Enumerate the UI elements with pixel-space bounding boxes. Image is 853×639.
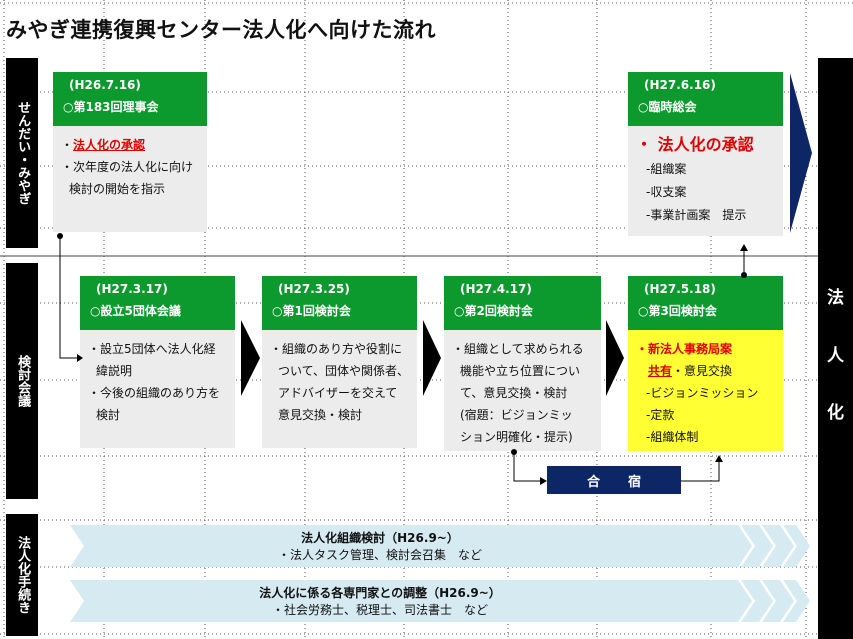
new-office-proposal: ・新法人事務局案 [636,342,733,356]
box-line: 緯説明 [96,364,133,378]
chevron-arrow-2 [423,320,441,396]
band-2-text: 法人化に係る各専門家との調整（H26.9~） ・社会労務士、税理士、司法書士 な… [210,584,550,618]
box-line: -ビジョンミッション [646,386,759,400]
row-label-houjin: 法人化手続き [6,514,38,636]
training-camp-box: 合宿 [547,466,681,494]
box-line: アドバイザーを交えて [278,386,398,400]
band-2-title: 法人化に係る各専門家との調整（H26.9~） [259,586,501,600]
box-line: 検討 [96,408,121,422]
box-line: -定款 [646,408,675,422]
corp-char-1: 法 [827,288,844,308]
box-line: て、意見交換・検討 [460,386,568,400]
box-date: (H26.7.16) [69,78,141,92]
box-date: (H27.3.25) [278,282,350,296]
box-line: 機能や立ち位置につい [460,364,581,378]
band-1-shape [70,525,810,567]
share-rest: ・意見交換 [672,364,733,378]
box-line: ・次年度の法人化に向け [61,160,194,174]
box-line: ・組織のあり方や役割に [270,342,403,356]
box-date: (H27.5.18) [644,282,716,296]
corp-char-3: 化 [827,403,844,423]
box-name: ○第3回検討会 [638,304,717,318]
box-review-3-header: (H27.5.18) ○第3回検討会 [628,276,783,330]
box-body: ・設立5団体へ法人化経 緯説明 ・今後の組織のあり方を 検討 [80,330,235,448]
row-label-kentou: 検討会議 [6,263,38,499]
box-board-meeting: (H26.7.16) ○第183回理事会 ・法人化の承認 ・次年度の法人化に向け… [53,72,207,232]
box-line: ション明確化・提示) [460,430,573,444]
corporation-bar: 法 人 化 [818,58,853,639]
box-date: (H27.4.17) [460,282,532,296]
connector-arrowhead [715,455,723,462]
band-2-shape [70,580,810,622]
box-founding-header: (H27.3.17) ○設立5団体会議 [80,276,235,330]
box-review-2: (H27.4.17) ○第2回検討会 ・組織として求められる 機能や立ち位置につ… [444,276,601,451]
corp-char-2: 人 [827,346,844,366]
box-line: -事業計画案 提示 [646,208,747,222]
box-line: ついて、団体や関係者、 [278,364,410,378]
chevron-arrow-3 [606,320,624,396]
box-date: (H27.6.16) [644,78,716,92]
box-line: (宿題：ビジョンミッ [460,408,573,422]
box-body: ・組織として求められる 機能や立ち位置につい て、意見交換・検討 (宿題：ビジョ… [444,330,601,451]
bullet: ・ [61,138,74,152]
box-extraordinary-header: (H27.6.16) ○臨時総会 [628,72,783,126]
connector-line [59,236,77,359]
box-review-1-header: (H27.3.25) ○第1回検討会 [262,276,417,330]
box-date: (H27.3.17) [96,282,168,296]
big-approval-text: ・ 法人化の承認 [636,135,754,154]
chevron-arrow-1 [241,320,260,396]
box-line: -組織体制 [646,430,699,444]
box-name: ○臨時総会 [638,100,697,114]
page-title: みやぎ連携復興センター法人化へ向けた流れ [6,18,436,42]
navy-chevron-arrow [790,73,812,233]
connector-arrowhead [77,354,83,362]
band-2-sub: ・社会労務士、税理士、司法書士 など [271,603,488,617]
box-review-2-header: (H27.4.17) ○第2回検討会 [444,276,601,330]
box-body: ・法人化の承認 ・次年度の法人化に向け 検討の開始を指示 [53,126,207,232]
box-review-3: (H27.5.18) ○第3回検討会 ・新法人事務局案 共有・意見交換 -ビジョ… [628,276,783,451]
box-name: ○第1回検討会 [272,304,351,318]
box-founding-five: (H27.3.17) ○設立5団体会議 ・設立5団体へ法人化経 緯説明 ・今後の… [80,276,235,448]
box-name: ○第183回理事会 [63,100,159,114]
share-text: 共有 [648,364,673,378]
box-line: 意見交換・検討 [278,408,363,422]
box-name: ○設立5団体会議 [90,304,181,318]
box-line: -収支案 [646,185,687,199]
row-label-sendai: せんだい・みやぎ [6,58,38,248]
connector-arrowhead [740,244,748,251]
box-body: ・ 法人化の承認 -組織案 -収支案 -事業計画案 提示 [628,126,783,236]
box-body: ・組織のあり方や役割に ついて、団体や関係者、 アドバイザーを交えて 意見交換・… [262,330,417,448]
connector-line [681,461,720,482]
band-1-title: 法人化組織検討（H26.9~） [301,531,459,545]
box-extraordinary-general: (H27.6.16) ○臨時総会 ・ 法人化の承認 -組織案 -収支案 -事業計… [628,72,783,236]
box-line: ・設立5団体へ法人化経 [88,342,216,356]
box-board-meeting-header: (H26.7.16) ○第183回理事会 [53,72,207,126]
approval-text: 法人化の承認 [73,138,146,152]
box-line: ・今後の組織のあり方を [88,386,221,400]
box-line: -組織案 [646,162,687,176]
box-name: ○第2回検討会 [454,304,533,318]
box-review-1: (H27.3.25) ○第1回検討会 ・組織のあり方や役割に ついて、団体や関係… [262,276,417,448]
connector-line [513,452,540,482]
box-body: ・新法人事務局案 共有・意見交換 -ビジョンミッション -定款 -組織体制 [628,330,783,451]
box-line: 検討の開始を指示 [69,182,166,196]
connector-arrowhead [540,477,547,485]
box-line: ・組織として求められる [452,342,584,356]
band-1-text: 法人化組織検討（H26.9~） ・法人タスク管理、検討会召集 など [230,529,530,563]
band-1-sub: ・法人タスク管理、検討会召集 など [277,548,482,562]
